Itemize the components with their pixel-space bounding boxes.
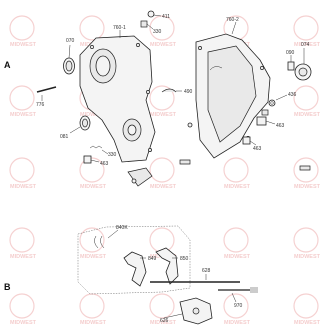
callout-436: 436 [288,92,297,98]
callout-074: 074 [301,42,310,48]
kit-box-840k [77,225,191,295]
callout-849: 849 [148,256,157,262]
callout-330-mid: 330 [108,152,117,158]
seal-070 [63,44,75,75]
bolt-411 [147,10,162,18]
plug-463-right [256,116,276,126]
watermark-texts: MIDWEST MIDWEST MIDWEST MIDWEST MIDWEST … [10,42,321,326]
spring-330-mid [89,145,109,155]
callout-850: 850 [180,256,189,262]
pin-776 [36,86,57,101]
callout-840k: 840K [116,225,128,231]
front-case-760-1 [79,30,156,163]
bracket-626 [163,297,213,325]
callout-411: 411 [162,14,170,20]
svg-text:MIDWEST: MIDWEST [80,254,107,260]
section-a-label: A [4,60,11,70]
svg-text:MIDWEST: MIDWEST [150,320,177,326]
callout-760-2: 760-2 [226,17,239,23]
svg-text:MIDWEST: MIDWEST [10,184,37,190]
callout-081: 081 [60,134,69,140]
svg-text:MIDWEST: MIDWEST [10,320,37,326]
bushing-330-top [140,20,154,30]
svg-text:MIDWEST: MIDWEST [150,184,177,190]
shift-rail-628 [150,274,240,283]
plug-090 [287,55,295,71]
callout-970: 970 [234,303,243,309]
callout-776: 776 [36,102,45,108]
callout-463-right: 463 [276,123,285,129]
shift-fork-849 [123,251,147,287]
seal-074 [294,48,312,81]
watermark-logo [9,15,319,319]
callout-490: 490 [184,89,193,95]
callout-090: 090 [286,50,295,56]
svg-text:MIDWEST: MIDWEST [294,42,321,48]
svg-text:MIDWEST: MIDWEST [80,112,107,118]
svg-text:MIDWEST: MIDWEST [80,184,107,190]
svg-text:MIDWEST: MIDWEST [224,320,251,326]
svg-text:MIDWEST: MIDWEST [150,112,177,118]
callout-070: 070 [66,38,75,44]
svg-text:MIDWEST: MIDWEST [294,184,321,190]
svg-text:MIDWEST: MIDWEST [10,112,37,118]
small-fittings [127,66,311,187]
svg-text:MIDWEST: MIDWEST [150,42,177,48]
svg-text:MIDWEST: MIDWEST [80,320,107,326]
callout-626: 626 [160,318,169,324]
section-b-label: B [4,282,11,292]
svg-text:MIDWEST: MIDWEST [294,320,321,326]
washer-436 [268,94,288,107]
seal-081 [69,115,91,134]
callout-463-left: 463 [100,161,109,167]
clip-490 [161,88,182,93]
svg-text:MIDWEST: MIDWEST [224,184,251,190]
svg-text:MIDWEST: MIDWEST [294,254,321,260]
callout-760-1: 760-1 [113,25,126,31]
shift-fork-850 [155,247,179,285]
pin-970 [218,287,258,303]
plug-463-left [83,155,100,164]
svg-text:MIDWEST: MIDWEST [224,254,251,260]
watermark-layer: MIDWEST MIDWEST MIDWEST MIDWEST MIDWEST … [9,15,321,326]
svg-text:MIDWEST: MIDWEST [10,42,37,48]
callout-463-lower: 463 [253,146,262,152]
rear-case-760-2 [195,21,271,159]
callout-628: 628 [202,268,211,274]
svg-text:MIDWEST: MIDWEST [10,254,37,260]
plug-463-lower [242,136,257,146]
callout-330-top: 330 [153,29,162,35]
svg-text:MIDWEST: MIDWEST [294,112,321,118]
